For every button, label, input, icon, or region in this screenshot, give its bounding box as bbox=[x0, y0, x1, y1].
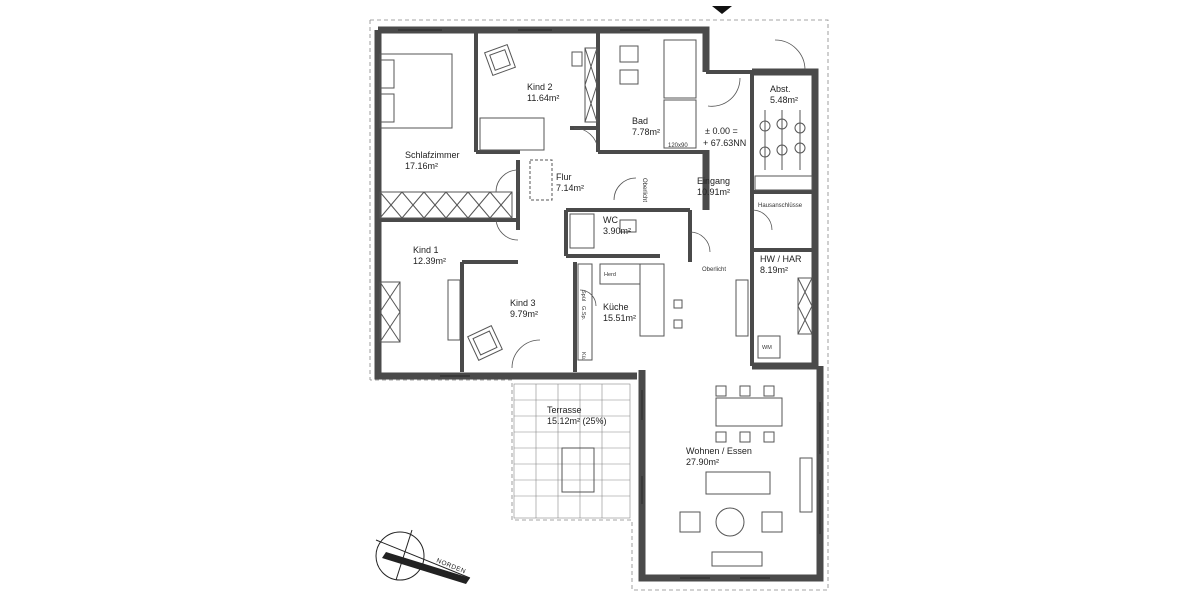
room-area-kind2: 11.64m² bbox=[527, 93, 559, 103]
bathroom-fixtures bbox=[569, 39, 697, 249]
room-area-bad: 7.78m² bbox=[632, 127, 660, 137]
compass-circle bbox=[375, 531, 425, 581]
room-name-terrasse: Terrasse bbox=[547, 405, 582, 415]
room-name-schlafzimmer: Schlafzimmer bbox=[405, 150, 460, 160]
room-area-abst: 5.48m² bbox=[770, 95, 798, 105]
room-area-wc: 3.90m² bbox=[603, 226, 631, 236]
shower-size: 120x90 bbox=[668, 143, 688, 149]
exterior-walls bbox=[374, 26, 824, 582]
oberlicht-horizontal: Oberlicht bbox=[702, 267, 726, 273]
terrace-paving bbox=[513, 383, 631, 519]
room-area-flur: 7.14m² bbox=[556, 183, 584, 193]
room-name-wohnen: Wohnen / Essen bbox=[686, 446, 752, 456]
room-area-hwhar: 8.19m² bbox=[760, 265, 788, 275]
beds bbox=[379, 53, 545, 341]
oberlicht-vertical: Oberlicht bbox=[641, 178, 647, 202]
room-name-kind2: Kind 2 bbox=[527, 82, 553, 92]
laundry bbox=[735, 279, 781, 359]
room-name-bad: Bad bbox=[632, 116, 648, 126]
room-labels: Schlafzimmer 17.16m² Kind 2 11.64m² Bad … bbox=[405, 82, 802, 467]
room-area-kueche: 15.51m² bbox=[603, 313, 636, 323]
room-name-abst: Abst. bbox=[770, 84, 791, 94]
doors bbox=[495, 39, 806, 369]
room-name-hwhar: HW / HAR bbox=[760, 254, 802, 264]
room-name-kind1: Kind 1 bbox=[413, 245, 439, 255]
room-name-kueche: Küche bbox=[603, 302, 629, 312]
annotations: ± 0.00 = + 67.63NN 120x90 Oberlicht Ober… bbox=[580, 126, 803, 361]
room-area-kind1: 12.39m² bbox=[413, 256, 446, 266]
room-area-wohnen: 27.90m² bbox=[686, 457, 719, 467]
wm-label: WM bbox=[762, 345, 772, 351]
interior-walls bbox=[378, 30, 815, 372]
furniture-chairs bbox=[467, 43, 583, 361]
hausanschluesse: Hausanschlüsse bbox=[758, 203, 803, 209]
gsp-label: G.Sp. bbox=[580, 306, 586, 321]
spul-label: Spül bbox=[580, 290, 586, 301]
compass: NORDEN bbox=[375, 529, 471, 584]
room-area-terrasse: 15.12m² (25%) bbox=[547, 416, 607, 426]
dashed-outline bbox=[369, 19, 829, 591]
wardrobes bbox=[379, 47, 813, 343]
elevation-line1: ± 0.00 = bbox=[705, 126, 738, 136]
room-area-schlafzimmer: 17.16m² bbox=[405, 161, 438, 171]
bike-rack bbox=[759, 110, 806, 170]
room-area-eingang: 10.91m² bbox=[697, 187, 730, 197]
entrance-arrow bbox=[712, 6, 732, 14]
kue-label: Kü. bbox=[580, 352, 586, 361]
herd-label: Herd bbox=[604, 272, 616, 278]
elevation-line2: + 67.63NN bbox=[703, 138, 746, 148]
living-furniture bbox=[679, 385, 813, 567]
room-name-flur: Flur bbox=[556, 172, 572, 182]
room-area-kind3: 9.79m² bbox=[510, 309, 538, 319]
room-name-kind3: Kind 3 bbox=[510, 298, 536, 308]
room-name-wc: WC bbox=[603, 215, 618, 225]
kitchen bbox=[577, 263, 683, 361]
windows bbox=[398, 29, 821, 579]
room-name-eingang: Eingang bbox=[697, 176, 730, 186]
